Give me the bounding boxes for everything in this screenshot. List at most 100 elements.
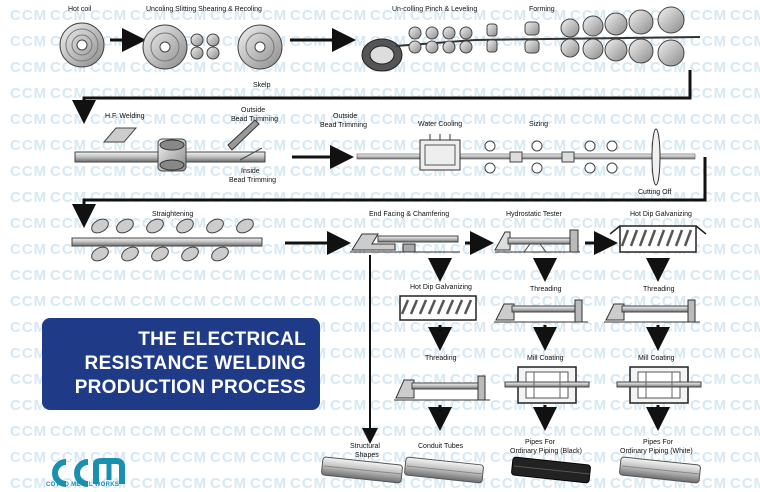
conduit-tubes-bundle-icon	[404, 456, 484, 484]
label-pipes-white-b: Ordinary Piping (White)	[620, 448, 693, 455]
straightening-roll	[91, 246, 109, 262]
watermark-text: CCM	[130, 423, 167, 440]
watermark-text: CCM	[490, 189, 527, 206]
label-pipes-black-a: Pipes For	[525, 439, 556, 446]
watermark-text: CCM	[130, 137, 167, 154]
watermark-text: CCM	[690, 189, 727, 206]
watermark-text: CCM	[570, 215, 607, 232]
title-line-3: PRODUCTION PROCESS	[74, 377, 306, 398]
watermark-text: CCM	[90, 293, 127, 310]
watermark-text: CCM	[330, 111, 367, 128]
watermark-text: CCM	[90, 267, 127, 284]
label-hot-dip-2: Hot Dip Galvanizing	[410, 284, 472, 291]
structural-shapes-bundle-icon	[321, 456, 403, 484]
watermark-text: CCM	[610, 475, 647, 492]
straightening-roll	[206, 218, 224, 234]
watermark-text: CCM	[610, 163, 647, 180]
watermark-text: CCM	[730, 449, 760, 466]
label-outside-bead-2b: Bead Trimming	[320, 122, 367, 129]
watermark-text: CCM	[610, 423, 647, 440]
straightening-roll	[236, 218, 254, 234]
threading-machine-icon	[494, 299, 588, 323]
threading-machine-1-icon	[394, 375, 490, 401]
watermark-text: CCM	[490, 475, 527, 492]
label-cutting-off: Cutting Off	[638, 189, 671, 196]
ccm-logo-icon	[52, 458, 125, 487]
label-threading-3: Threading	[643, 286, 675, 293]
watermark-text: CCM	[610, 59, 647, 76]
watermark-text: CCM	[10, 137, 47, 154]
stripe	[656, 229, 666, 247]
watermark-text: CCM	[210, 33, 247, 50]
watermark-text: CCM	[410, 423, 447, 440]
watermark-text: CCM	[250, 215, 287, 232]
watermark-text: CCM	[690, 397, 727, 414]
watermark-text: CCM	[610, 189, 647, 206]
watermark-text: CCM	[490, 59, 527, 76]
watermark-text: CCM	[570, 111, 607, 128]
watermark-text: CCM	[10, 59, 47, 76]
watermark-text: CCM	[370, 345, 407, 362]
stripe	[445, 299, 455, 315]
watermark-text: CCM	[50, 85, 87, 102]
forming-icon	[474, 6, 701, 67]
watermark-text: CCM	[610, 267, 647, 284]
label-hf-welding: H.F. Welding	[105, 113, 145, 120]
watermark-text: CCM	[610, 345, 647, 362]
watermark-text: CCM	[170, 293, 207, 310]
watermark-text: CCM	[730, 319, 760, 336]
watermark-text: CCM	[730, 85, 760, 102]
watermark-text: CCM	[370, 319, 407, 336]
title-line-1: THE ELECTRICAL	[138, 329, 306, 350]
label-hydrostatic: Hydrostatic Tester	[506, 211, 563, 218]
stripe	[418, 299, 428, 315]
watermark-text: CCM	[50, 189, 87, 206]
watermark-text: CCM	[330, 423, 367, 440]
straightening-roll	[121, 246, 139, 262]
watermark-text: CCM	[450, 111, 487, 128]
watermark-text: CCM	[730, 345, 760, 362]
label-mill-coating-1: Mill Coating	[527, 355, 564, 362]
watermark-text: CCM	[50, 111, 87, 128]
watermark-text: CCM	[410, 59, 447, 76]
label-pipes-white-a: Pipes For	[643, 439, 674, 446]
watermark-text: CCM	[290, 215, 327, 232]
watermark-text: CCM	[690, 7, 727, 24]
watermark-text: CCM	[210, 59, 247, 76]
watermark-text: CCM	[690, 59, 727, 76]
watermark-text: CCM	[210, 293, 247, 310]
watermark-text: CCM	[490, 319, 527, 336]
stripe	[400, 299, 410, 315]
watermark-text: CCM	[570, 319, 607, 336]
watermark-text: CCM	[210, 163, 247, 180]
straightening-icon	[71, 218, 263, 262]
watermark-text: CCM	[650, 423, 687, 440]
watermark-text: CCM	[570, 59, 607, 76]
watermark-text: CCM	[10, 371, 47, 388]
straightening-roll	[181, 246, 199, 262]
watermark-text: CCM	[50, 215, 87, 232]
watermark-text: CCM	[690, 423, 727, 440]
stripe	[638, 229, 648, 247]
stripe	[629, 229, 639, 247]
pipe-line-icon	[356, 153, 696, 160]
watermark-text: CCM	[130, 163, 167, 180]
watermark-text: CCM	[730, 163, 760, 180]
watermark-text: CCM	[410, 475, 447, 492]
stripe	[674, 229, 684, 247]
watermark-text: CCM	[370, 397, 407, 414]
watermark-text: CCM	[370, 189, 407, 206]
watermark-text: CCM	[370, 137, 407, 154]
watermark-text: CCM	[330, 397, 367, 414]
watermark-text: CCM	[290, 163, 327, 180]
watermark-text: CCM	[130, 449, 167, 466]
watermark-text: CCM	[290, 111, 327, 128]
pinch-leveling-icon	[361, 26, 476, 72]
watermark-text: CCM	[330, 267, 367, 284]
watermark-text: CCM	[690, 319, 727, 336]
stripe	[647, 229, 657, 247]
watermark-text: CCM	[730, 267, 760, 284]
watermark-text: CCM	[10, 293, 47, 310]
